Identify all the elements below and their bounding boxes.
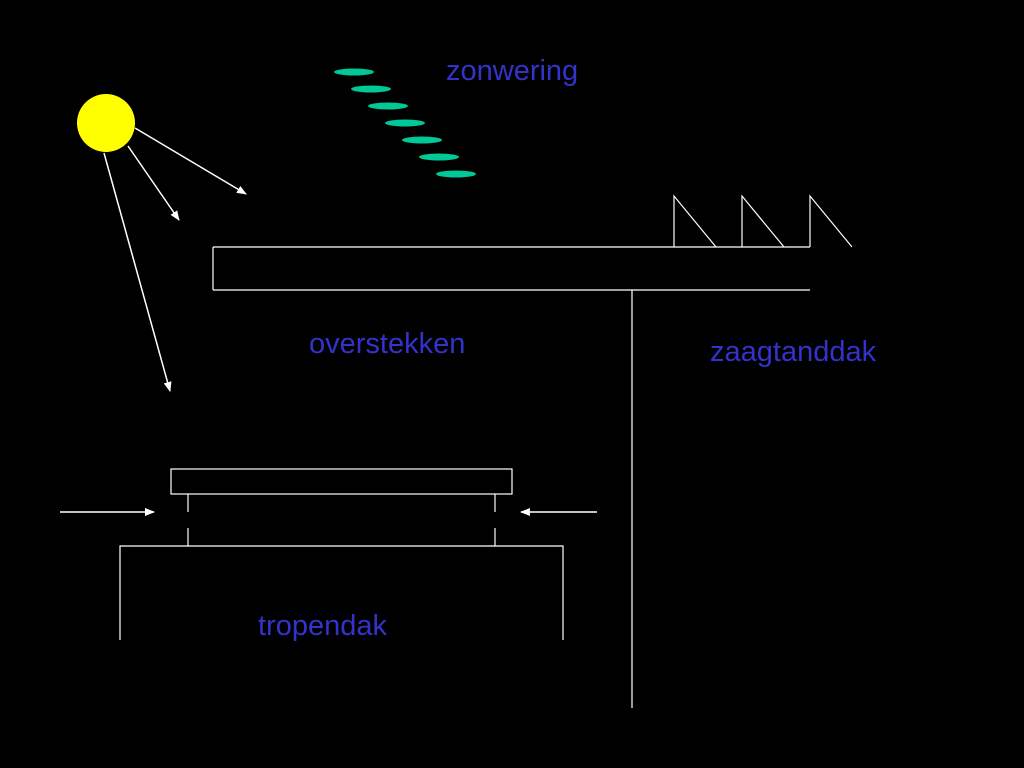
label-zonwering: zonwering: [446, 55, 578, 87]
louvre-slat: [436, 170, 476, 178]
louvre-slat: [402, 136, 442, 144]
sun-ray-arrow: [103, 152, 172, 392]
louvre-slat: [368, 102, 408, 110]
overhang-roof: [212, 246, 810, 708]
label-zaagtanddak: zaagtanddak: [710, 336, 877, 368]
sun-ray-arrow: [127, 145, 180, 221]
sunshade-louvres: [334, 68, 476, 178]
louvre-slat: [385, 119, 425, 127]
sun-icon: [77, 94, 135, 152]
upper-roof-slab: [170, 468, 513, 495]
sawtooth-roof: [673, 194, 853, 248]
tropical-roof: [119, 468, 564, 640]
sun-rays: [103, 127, 247, 392]
label-tropendak: tropendak: [258, 610, 387, 642]
sawtooth: [673, 194, 717, 248]
louvre-slat: [334, 68, 374, 76]
sawtooth: [809, 194, 853, 248]
label-overstekken: overstekken: [309, 328, 465, 360]
louvre-slat: [351, 85, 391, 93]
sun-ray-arrow: [134, 127, 247, 195]
sawtooth: [741, 194, 785, 248]
lower-building: [119, 545, 564, 640]
louvre-slat: [419, 153, 459, 161]
